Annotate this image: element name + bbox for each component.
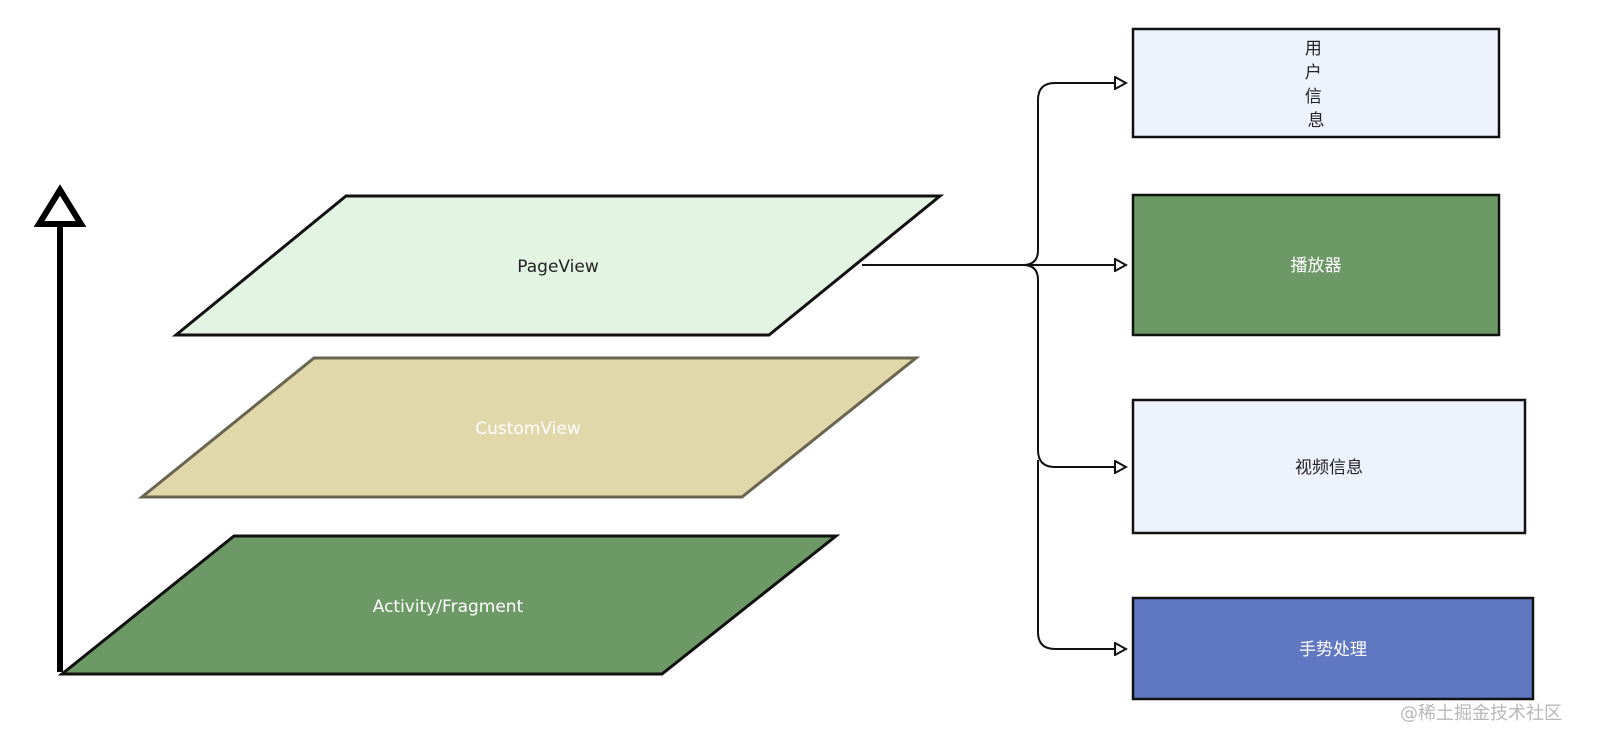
box-user-info: 用 户 信 息: [1131, 27, 1501, 139]
layer-customview: CustomView: [137, 356, 921, 499]
layer-plane: [171, 194, 945, 337]
box-shape: [1131, 193, 1501, 337]
layer-activity-fragment: Activity/Fragment: [57, 534, 841, 676]
connector-to-user-info: [1022, 83, 1126, 266]
box-player: 播放器: [1131, 193, 1501, 337]
connector-lines: [862, 83, 1126, 649]
box-label: 视频信息: [1295, 458, 1363, 478]
watermark-text: @稀土掘金技术社区: [1400, 703, 1562, 724]
box-video-info: 视频信息: [1131, 398, 1527, 535]
box-shape: [1131, 596, 1535, 701]
box-shape: [1131, 27, 1501, 139]
layer-pageview: PageView: [171, 194, 945, 337]
layer-label: Activity/Fragment: [373, 597, 524, 617]
layer-plane: [57, 534, 841, 676]
box-shape: [1131, 398, 1527, 535]
layer-label: CustomView: [475, 419, 581, 439]
box-label-line: 户: [1305, 63, 1322, 83]
connector-to-gesture: [1037, 460, 1126, 649]
layer-plane: [137, 356, 921, 499]
layer-label: PageView: [517, 257, 599, 277]
box-label: 播放器: [1291, 256, 1342, 276]
vertical-axis-arrow: [33, 184, 87, 672]
box-label-line: 用: [1305, 39, 1322, 59]
box-label: 手势处理: [1299, 640, 1367, 660]
box-label-line: 信: [1305, 87, 1322, 107]
box-gesture-handling: 手势处理: [1131, 596, 1535, 701]
box-label: 用 户 信 息: [1305, 39, 1327, 131]
box-label-line: 息: [1308, 111, 1325, 131]
connector-to-video-info: [1022, 264, 1126, 467]
